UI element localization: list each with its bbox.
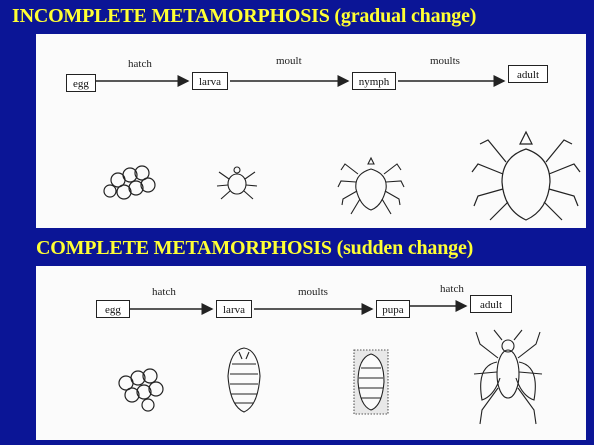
incomplete-metamorphosis-panel: hatch moult moults egg larva nymph adult [36,34,586,228]
transition-label-moults: moults [430,55,460,67]
egg-cluster-illustration [119,369,163,411]
transition-label-hatch-2: hatch [440,283,464,295]
stage-larva: larva [216,300,252,318]
stage-larva: larva [192,72,228,90]
stage-egg: egg [66,74,96,92]
tick-nymph-illustration [338,158,404,214]
tick-larva-illustration [217,167,257,199]
transition-label-hatch: hatch [152,286,176,298]
stage-pupa: pupa [376,300,410,318]
egg-cluster-illustration [104,166,155,199]
incomplete-diagram-drawing [36,34,586,228]
fly-adult-illustration [474,330,542,424]
stage-adult: adult [508,65,548,83]
fly-larva-illustration [228,348,260,412]
fly-pupa-illustration [354,350,388,414]
transition-label-hatch: hatch [128,58,152,70]
stage-egg: egg [96,300,130,318]
incomplete-metamorphosis-title: INCOMPLETE METAMORPHOSIS (gradual change… [12,5,476,28]
transition-label-moults: moults [298,286,328,298]
complete-metamorphosis-title: COMPLETE METAMORPHOSIS (sudden change) [36,237,473,260]
stage-adult: adult [470,295,512,313]
stage-nymph: nymph [352,72,396,90]
tick-adult-illustration [472,132,580,220]
transition-label-moult: moult [276,55,302,67]
complete-metamorphosis-panel: hatch moults hatch egg larva pupa adult [36,266,586,440]
